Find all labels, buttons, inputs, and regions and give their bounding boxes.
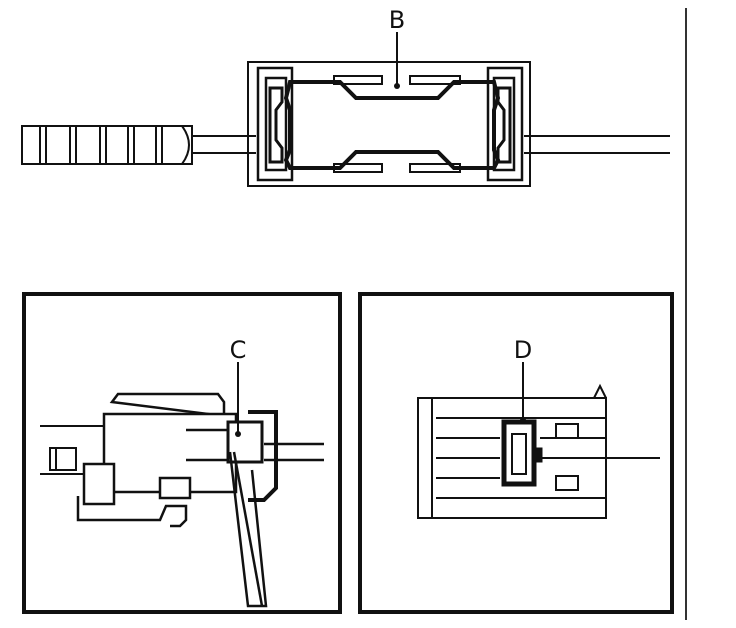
callout-d-label: D xyxy=(514,336,532,364)
callout-c-label: C xyxy=(230,336,247,364)
left-wire xyxy=(192,135,256,154)
callout-c-dot xyxy=(235,431,241,437)
release-tool xyxy=(228,451,268,608)
callout-d-dot xyxy=(520,417,526,423)
panel-d: D xyxy=(358,292,674,614)
top-view-fuse-holder: B xyxy=(21,6,670,187)
holder-frame xyxy=(247,61,531,187)
fuse-tabs xyxy=(333,75,461,173)
callout-b-dot xyxy=(394,83,400,89)
connector-housing xyxy=(76,392,238,528)
callout-b-label: B xyxy=(389,6,405,34)
panel-c: C xyxy=(22,292,342,614)
right-wire xyxy=(524,135,670,154)
fuse-body xyxy=(283,80,501,170)
locking-tab xyxy=(501,419,543,487)
wire-sleeve xyxy=(21,125,193,165)
